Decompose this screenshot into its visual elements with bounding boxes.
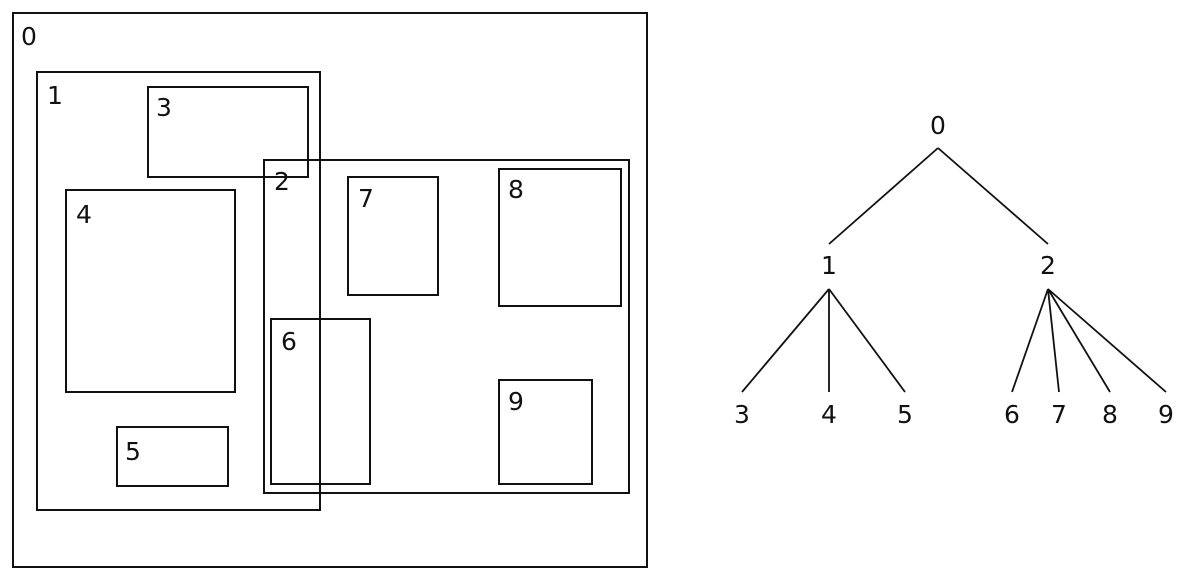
box-label-9: 9 — [508, 387, 524, 416]
tree-edge-2-6 — [1011, 288, 1049, 393]
tree-node-3: 3 — [734, 400, 750, 429]
box-7 — [347, 176, 439, 296]
tree-edge-2-9 — [1047, 288, 1167, 393]
tree-node-6: 6 — [1004, 400, 1020, 429]
tree-node-7: 7 — [1051, 400, 1067, 429]
tree-nodes: 0 1 2 3 4 5 6 7 8 9 — [734, 111, 1174, 429]
box-label-5: 5 — [125, 437, 141, 466]
box-label-6: 6 — [281, 327, 297, 356]
box-label-2: 2 — [274, 167, 290, 196]
box-label-7: 7 — [358, 184, 374, 213]
box-3 — [147, 86, 309, 178]
tree-edge-2-7 — [1047, 288, 1060, 393]
tree-node-1: 1 — [821, 251, 837, 280]
box-label-0: 0 — [21, 22, 37, 51]
box-0 — [12, 12, 648, 568]
box-label-3: 3 — [156, 93, 172, 122]
tree-edges — [741, 147, 1167, 393]
box-8 — [498, 168, 622, 307]
tree-node-9: 9 — [1158, 400, 1174, 429]
box-1 — [36, 71, 321, 511]
tree-edge-0-2 — [937, 147, 1049, 245]
box-label-8: 8 — [508, 175, 524, 204]
tree-node-5: 5 — [897, 400, 913, 429]
tree-edge-0-1 — [828, 147, 939, 245]
box-label-4: 4 — [76, 200, 92, 229]
tree-node-4: 4 — [821, 400, 837, 429]
tree-edge-1-5 — [828, 288, 906, 393]
box-2 — [263, 159, 630, 494]
box-9 — [498, 379, 593, 485]
box-label-1: 1 — [47, 81, 63, 110]
box-4 — [65, 189, 236, 393]
box-6 — [270, 318, 371, 485]
tree-node-0: 0 — [930, 111, 946, 140]
tree-edge-2-8 — [1047, 288, 1111, 393]
tree-edge-1-3 — [741, 288, 830, 393]
tree-panel: 0 1 2 3 4 5 6 7 8 9 — [734, 111, 1174, 429]
tree-node-8: 8 — [1102, 400, 1118, 429]
tree-node-2: 2 — [1040, 251, 1056, 280]
box-5 — [116, 426, 229, 487]
nested-boxes-panel: 0 1 3 2 4 5 6 7 8 9 — [12, 12, 648, 568]
